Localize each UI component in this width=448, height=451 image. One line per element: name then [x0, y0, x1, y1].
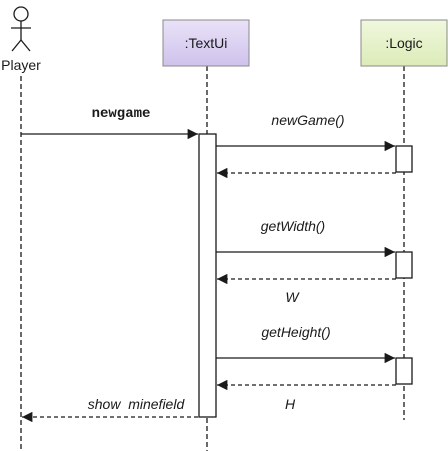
player-actor: Player: [1, 6, 41, 73]
message-get-width-call: getWidth() W: [216, 218, 396, 305]
message-label: getWidth(): [261, 218, 325, 234]
message-newgame: newgame: [21, 106, 198, 140]
message-new-game-call: newGame(): [216, 112, 396, 179]
stick-figure-icon: [11, 6, 31, 52]
logic-participant: :Logic: [360, 19, 448, 67]
logic-activation-bar: [395, 357, 413, 385]
message-label: newgame: [92, 106, 151, 122]
textui-participant: :TextUi: [162, 19, 250, 67]
message-show-minefield: show minefield: [22, 396, 198, 423]
logic-activation-bar: [395, 251, 413, 279]
textui-label: :TextUi: [185, 35, 228, 51]
textui-box: [162, 19, 250, 67]
message-get-height-call: getHeight() H: [216, 324, 396, 412]
logic-box: [360, 19, 448, 67]
message-label: newGame(): [271, 112, 344, 128]
message-label: show minefield: [88, 396, 186, 412]
player-label: Player: [1, 57, 41, 73]
logic-activation-bar: [395, 145, 413, 173]
textui-activation-bar: [198, 133, 217, 418]
logic-label: :Logic: [385, 35, 422, 51]
message-label: getHeight(): [261, 324, 330, 340]
return-label: W: [285, 289, 300, 305]
return-label: H: [285, 396, 296, 412]
